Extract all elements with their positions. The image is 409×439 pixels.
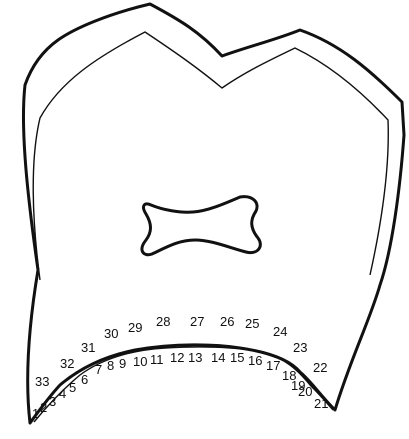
point-label-16: 16 <box>248 353 262 368</box>
point-label-20: 20 <box>298 384 312 399</box>
point-label-31: 31 <box>81 340 95 355</box>
pulp-chamber <box>142 197 260 255</box>
point-label-28: 28 <box>156 314 170 329</box>
point-label-17: 17 <box>266 358 280 373</box>
point-label-5: 5 <box>69 380 76 395</box>
point-label-9: 9 <box>119 356 126 371</box>
point-label-25: 25 <box>245 316 259 331</box>
point-label-1: 1 <box>32 406 39 421</box>
point-label-11: 11 <box>150 352 164 367</box>
point-label-2: 2 <box>40 400 47 415</box>
point-label-12: 12 <box>170 350 184 365</box>
point-label-33: 33 <box>35 374 49 389</box>
point-label-10: 10 <box>133 354 147 369</box>
point-label-15: 15 <box>230 350 244 365</box>
point-label-4: 4 <box>59 386 66 401</box>
point-label-27: 27 <box>190 314 204 329</box>
point-label-14: 14 <box>211 350 225 365</box>
point-label-6: 6 <box>81 372 88 387</box>
point-label-13: 13 <box>188 350 202 365</box>
point-label-30: 30 <box>104 326 118 341</box>
point-label-8: 8 <box>107 358 114 373</box>
point-label-22: 22 <box>313 360 327 375</box>
point-label-23: 23 <box>293 340 307 355</box>
point-label-32: 32 <box>60 356 74 371</box>
point-label-29: 29 <box>128 320 142 335</box>
point-label-24: 24 <box>273 324 287 339</box>
point-label-3: 3 <box>49 394 56 409</box>
point-label-26: 26 <box>220 314 234 329</box>
point-label-21: 21 <box>314 396 328 411</box>
point-label-7: 7 <box>95 362 102 377</box>
